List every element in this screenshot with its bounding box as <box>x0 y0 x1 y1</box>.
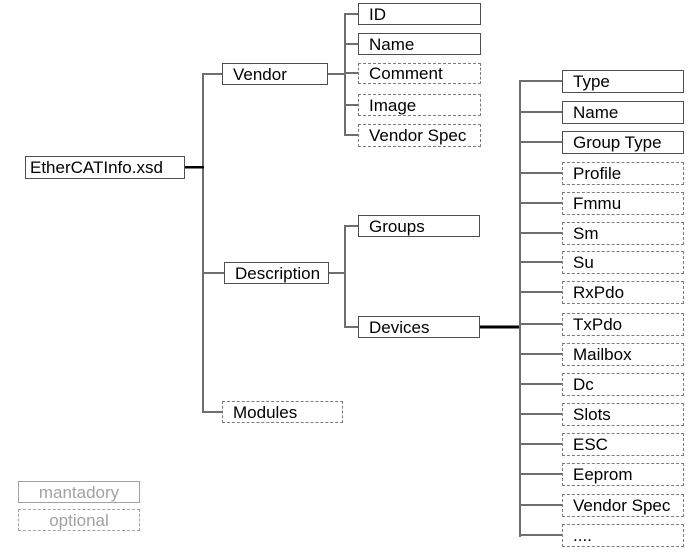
legend-mandatory-box: mantadory <box>18 481 140 503</box>
node-device-txpdo: TxPdo <box>562 313 684 336</box>
node-device-esc: ESC <box>562 433 684 456</box>
node-device-more: .... <box>562 524 684 547</box>
node-device-type: Type <box>562 70 684 93</box>
node-device-fmmu: Fmmu <box>562 192 684 215</box>
node-device-sm: Sm <box>562 222 684 245</box>
node-modules: Modules <box>222 401 343 423</box>
node-device-group-type: Group Type <box>562 131 684 154</box>
node-vendor: Vendor <box>222 63 328 85</box>
node-device-dc: Dc <box>562 373 684 396</box>
node-description: Description <box>224 262 329 284</box>
node-vendor-id: ID <box>358 3 481 25</box>
node-device-vendor-spec: Vendor Spec <box>562 494 684 517</box>
node-ethercatinfo-xsd: EtherCATInfo.xsd <box>25 156 185 179</box>
node-device-eeprom: Eeprom <box>562 463 684 486</box>
node-device-profile: Profile <box>562 162 684 185</box>
node-device-mailbox: Mailbox <box>562 343 684 366</box>
legend-optional-box: optional <box>18 509 140 531</box>
node-vendor-name: Name <box>358 33 481 55</box>
node-device-rxpdo: RxPdo <box>562 281 684 304</box>
node-vendor-vendor-spec: Vendor Spec <box>358 124 481 147</box>
node-vendor-comment: Comment <box>358 63 481 84</box>
node-device-name: Name <box>562 101 684 124</box>
node-groups: Groups <box>358 215 480 237</box>
node-devices: Devices <box>358 316 480 338</box>
node-device-su: Su <box>562 251 684 274</box>
node-device-slots: Slots <box>562 403 684 426</box>
node-vendor-image: Image <box>358 94 481 116</box>
